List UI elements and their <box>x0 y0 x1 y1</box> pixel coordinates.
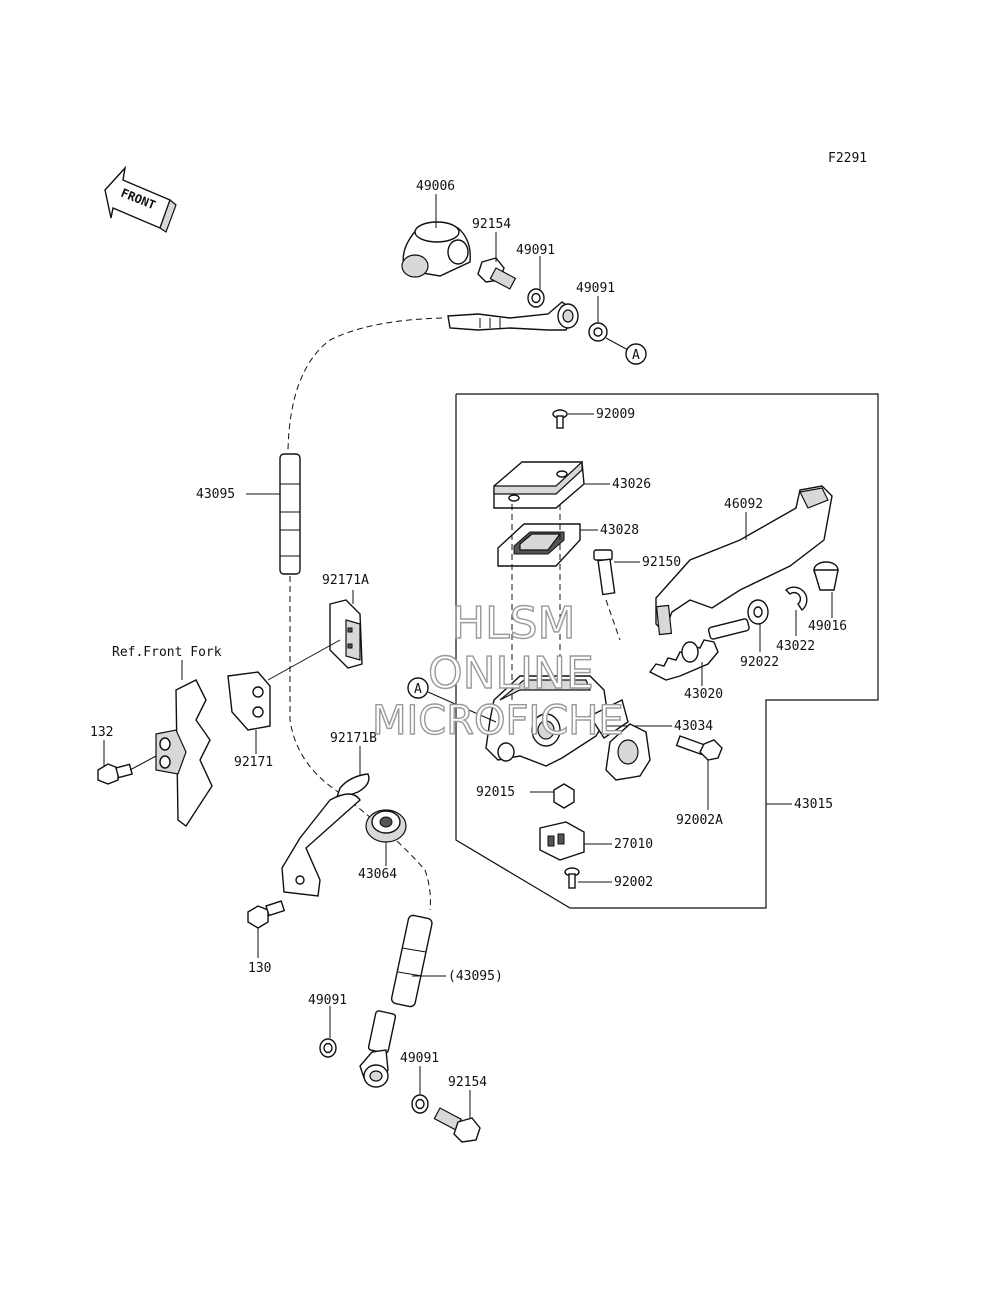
label-49006: 49006 <box>416 179 455 194</box>
ref-front-fork-label: Ref.Front Fork <box>112 645 222 660</box>
hose-43095 <box>279 453 301 575</box>
front-arrow-icon: FRONT <box>104 165 177 233</box>
master-cylinder-43034 <box>485 675 629 767</box>
screw-92009 <box>552 409 568 429</box>
callout-a-left-letter: A <box>414 682 422 697</box>
label-49016: 49016 <box>808 619 847 634</box>
bolt-130 <box>247 900 286 929</box>
label-49091-b: 49091 <box>576 281 615 296</box>
label-49091-c: 49091 <box>308 993 347 1008</box>
label-92171: 92171 <box>234 755 273 770</box>
nut-92015 <box>553 783 575 809</box>
hose-end-top <box>447 301 579 331</box>
watermark: HLSM ONLINE MICROFICHE <box>371 597 624 744</box>
label-43028: 43028 <box>600 523 639 538</box>
watermark-line-2: ONLINE <box>428 648 594 699</box>
piston-kit-43020 <box>648 618 750 681</box>
label-49091-a: 49091 <box>516 243 555 258</box>
label-92171B: 92171B <box>330 731 377 746</box>
brake-hose-upper <box>287 317 443 451</box>
bolt-132 <box>97 763 133 785</box>
label-43020: 43020 <box>684 687 723 702</box>
cylinder-clamp <box>605 723 651 781</box>
label-130: 130 <box>248 961 271 976</box>
callout-a-top <box>625 343 647 365</box>
callout-a-left <box>407 677 429 699</box>
screw-92002 <box>564 867 580 889</box>
clamp-92171 <box>227 671 271 731</box>
label-27010: 27010 <box>614 837 653 852</box>
banjo-bolt-top <box>477 257 517 290</box>
label-43026: 43026 <box>612 477 651 492</box>
label-132: 132 <box>90 725 113 740</box>
label-43022: 43022 <box>776 639 815 654</box>
lever-cover-49016 <box>813 561 839 591</box>
label-92154-top: 92154 <box>472 217 511 232</box>
label-92150: 92150 <box>642 555 681 570</box>
callout-a-top-letter: A <box>632 348 640 363</box>
label-46092: 46092 <box>724 497 763 512</box>
label-43015: 43015 <box>794 797 833 812</box>
label-92009: 92009 <box>596 407 635 422</box>
grommet-43064 <box>365 809 407 843</box>
clamp-92171A <box>329 599 363 669</box>
label-92002: 92002 <box>614 875 653 890</box>
switch-27010 <box>539 821 585 861</box>
bolt-92002A <box>675 735 723 761</box>
diaphragm-43028 <box>497 523 581 567</box>
figure-code: F2291 <box>828 151 867 166</box>
hose-43095-lower <box>390 914 433 1008</box>
label-92002A: 92002A <box>676 813 723 828</box>
hose-end-bottom <box>359 1010 397 1088</box>
clip-92171B <box>334 773 370 802</box>
pivot-bolt-92150 <box>593 549 616 596</box>
front-fork-bracket <box>155 679 213 828</box>
brake-lever-46092 <box>655 485 833 636</box>
label-92022: 92022 <box>740 655 779 670</box>
label-43095-ref: (43095) <box>448 969 503 984</box>
fitting-49006 <box>401 221 471 278</box>
label-92154-bottom: 92154 <box>448 1075 487 1090</box>
label-43095: 43095 <box>196 487 235 502</box>
banjo-bolt-bottom <box>433 1107 481 1143</box>
watermark-line-1: HLSM <box>452 598 576 649</box>
label-43064: 43064 <box>358 867 397 882</box>
hose-bracket <box>281 793 361 897</box>
circlip-43022 <box>784 586 808 612</box>
label-43034: 43034 <box>674 719 713 734</box>
label-49091-d: 49091 <box>400 1051 439 1066</box>
label-92015: 92015 <box>476 785 515 800</box>
watermark-line-3: MICROFICHE <box>372 698 624 744</box>
reservoir-cap-43026 <box>493 460 585 509</box>
label-92171A: 92171A <box>322 573 369 588</box>
